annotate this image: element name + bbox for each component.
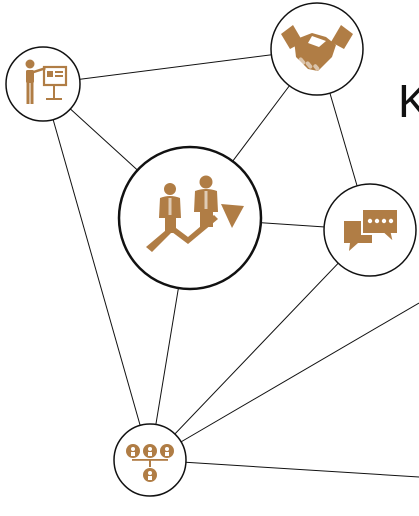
- node-chat: [323, 183, 417, 277]
- org-chart-icon: [126, 444, 174, 482]
- chat-icon: [344, 208, 399, 251]
- node-team-growth: [117, 145, 263, 291]
- node-presenter: [5, 46, 81, 122]
- presenter-icon: [25, 59, 68, 104]
- edge-org-chart-offscreen-lower: [149, 459, 419, 478]
- edge-org-chart-offscreen-upper: [149, 302, 419, 461]
- edge-chat-org-chart: [149, 229, 371, 461]
- node-handshake: [270, 2, 364, 96]
- node-org-chart: [113, 423, 187, 497]
- node-team-growth-circle: [117, 145, 263, 291]
- team-growth-icon: [146, 175, 244, 252]
- heading-fragment: K: [398, 75, 419, 127]
- edge-presenter-org-chart: [42, 83, 151, 461]
- handshake-icon: [281, 25, 353, 71]
